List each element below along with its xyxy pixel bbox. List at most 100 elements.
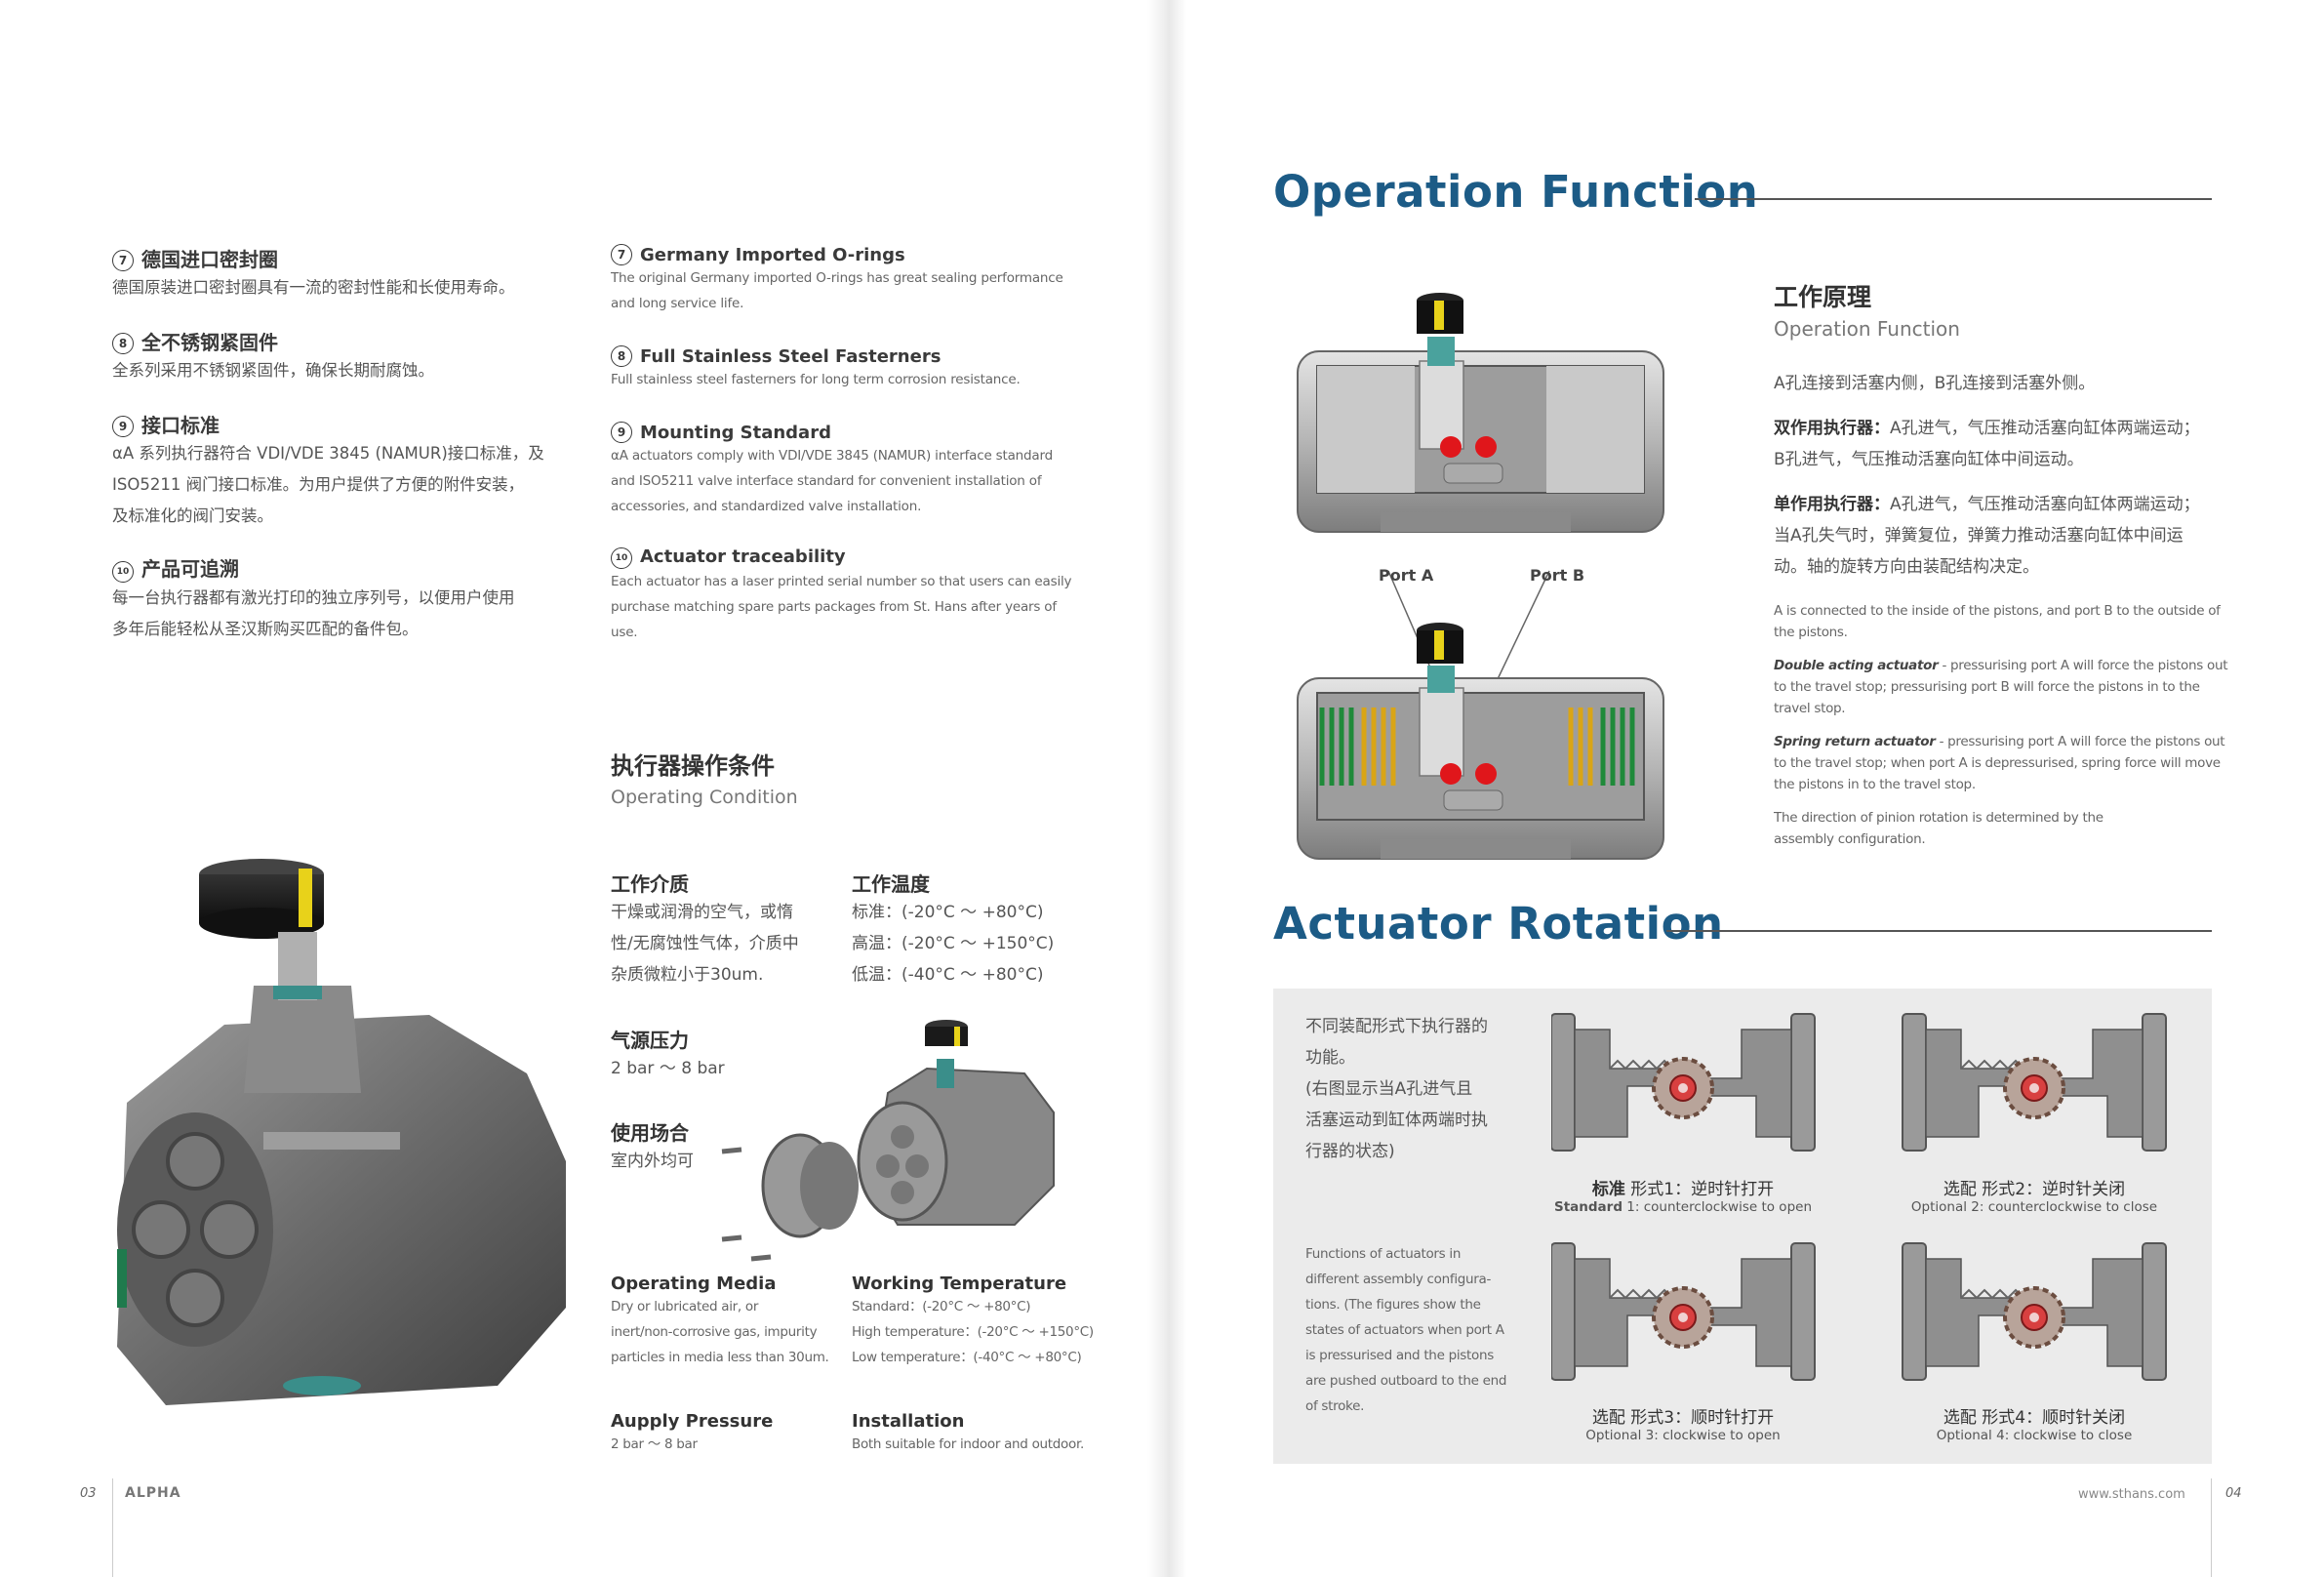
condition-title: Working Temperature xyxy=(852,1274,1067,1294)
rotation-note-line: is pressurised and the pistons xyxy=(1305,1348,1494,1363)
condition-line: 高温：(-20°C ～ +150°C) xyxy=(852,934,1055,953)
number-badge: 9 xyxy=(112,416,134,437)
operation-en-line: The direction of pinion rotation is dete… xyxy=(1774,810,2104,826)
double-acting-text: B孔进气，气压推动活塞向缸体中间运动。 xyxy=(1774,450,2084,469)
condition-place-cn: 使用场合 室内外均可 xyxy=(611,1117,806,1177)
rotation-heading: Actuator Rotation xyxy=(1273,898,1724,950)
operation-single-acting: 单作用执行器：A孔进气，气压推动活塞向缸体两端运动； xyxy=(1774,489,2232,520)
footer-divider-right xyxy=(2211,1478,2212,1577)
caption-en: Optional 4: clockwise to close xyxy=(1936,1428,2133,1443)
operation-title-cn: 工作原理 xyxy=(1774,283,1872,311)
operation-text: 工作原理 Operation Function A孔连接到活塞内侧，B孔连接到活… xyxy=(1774,278,2232,850)
condition-install-en: Installation Both suitable for indoor an… xyxy=(852,1411,1105,1457)
footer-divider-left xyxy=(112,1478,113,1577)
condition-line: 2 bar ～ 8 bar xyxy=(611,1059,725,1078)
features-en: 7 Germany Imported O-rings The original G… xyxy=(611,244,1079,645)
condition-line: Low temperature：(-40°C ～ +80°C) xyxy=(852,1350,1082,1365)
operation-en-line: - pressurising port A will force the pis… xyxy=(1935,734,2225,749)
rotation-diagrams xyxy=(1551,1012,2168,1382)
operation-en-p4: The direction of pinion rotation is dete… xyxy=(1774,807,2232,850)
operation-double-acting: 双作用执行器：A孔进气，气压推动活塞向缸体两端运动； xyxy=(1774,413,2232,444)
number-badge: 7 xyxy=(112,250,134,271)
operation-en-line: assembly configuration. xyxy=(1774,831,1926,847)
rotation-heading-rule xyxy=(1666,930,2212,932)
number-badge: 9 xyxy=(611,422,632,443)
single-acting-label: 单作用执行器： xyxy=(1774,495,1890,514)
caption-en: Optional 2: counterclockwise to close xyxy=(1910,1199,2158,1215)
condition-title: 工作介质 xyxy=(611,872,689,896)
feature-body-line: and ISO5211 valve interface standard for… xyxy=(611,473,1042,489)
single-acting-text: 当A孔失气时，弹簧复位，弹簧力推动活塞向缸体中间运 xyxy=(1774,526,2184,546)
condition-line: 2 bar ～ 8 bar xyxy=(611,1436,698,1452)
condition-line: 低温：(-40°C ～ +80°C) xyxy=(852,965,1044,985)
actuator-cutaway-illustration xyxy=(117,859,566,1405)
operation-en-line: the pistons. xyxy=(1774,625,1848,640)
feature-title: Germany Imported O-rings xyxy=(640,245,905,265)
operation-en-line: - pressurising port A will force the pis… xyxy=(1938,658,2228,673)
rotation-caption-1: 标准 形式1：逆时针打开 Standard 1: counterclockwis… xyxy=(1546,1175,1820,1215)
feature-title: Mounting Standard xyxy=(640,423,831,443)
port-b-label: Port B xyxy=(1530,566,1585,585)
rotation-note-line: states of actuators when port A xyxy=(1305,1322,1504,1338)
feature-body-line: The original Germany imported O-rings ha… xyxy=(611,270,1063,286)
rotation-caption-4: 选配 形式4：顺时针关闭 Optional 4: clockwise to cl… xyxy=(1898,1403,2171,1443)
feature-title: 德国进口密封圈 xyxy=(141,248,278,271)
operation-en-line: travel stop. xyxy=(1774,701,1846,716)
feature-body-line: accessories, and standardized valve inst… xyxy=(611,499,922,514)
en-spring-label: Spring return actuator xyxy=(1774,734,1936,749)
rotation-note-line: of stroke. xyxy=(1305,1398,1365,1414)
condition-title: 使用场合 xyxy=(611,1121,689,1145)
rotation-note-line: 行器的状态) xyxy=(1305,1142,1395,1161)
en-double-label: Double acting actuator xyxy=(1774,658,1939,673)
caption-bold: Standard xyxy=(1554,1199,1623,1215)
feature-body-line: 及标准化的阀门安装。 xyxy=(112,506,273,525)
number-badge: 10 xyxy=(611,547,632,569)
rotation-caption-2: 选配 形式2：逆时针关闭 Optional 2: counterclockwis… xyxy=(1898,1175,2171,1215)
page-number-right: 04 xyxy=(2225,1486,2242,1501)
condition-line: inert/non-corrosive gas, impurity xyxy=(611,1324,818,1340)
rotation-note-line: different assembly configura- xyxy=(1305,1272,1492,1287)
feature-title: Actuator traceability xyxy=(640,546,846,567)
number-badge: 7 xyxy=(611,244,632,265)
operation-en-line: the pistons in to the travel stop. xyxy=(1774,777,1976,792)
rotation-note-en: Functions of actuators in different asse… xyxy=(1305,1241,1520,1419)
operation-en-line: to the travel stop; when port A is depre… xyxy=(1774,755,2221,771)
operation-diagram xyxy=(1297,293,1664,860)
caption-cn: 选配 形式3：顺时针打开 xyxy=(1591,1408,1775,1428)
condition-title: Aupply Pressure xyxy=(611,1411,774,1432)
feature-cn-7: 7 德国进口密封圈 德国原装进口密封圈具有一流的密封性能和长使用寿命。 xyxy=(112,244,571,303)
number-badge: 10 xyxy=(112,561,134,583)
website-url: www.sthans.com xyxy=(2078,1487,2185,1502)
feature-body: 德国原装进口密封圈具有一流的密封性能和长使用寿命。 xyxy=(112,278,515,297)
feature-body-line: Full stainless steel fasterners for long… xyxy=(611,372,1021,387)
rotation-note-line: Functions of actuators in xyxy=(1305,1246,1462,1262)
condition-temp-cn: 工作温度 标准：(-20°C ～ +80°C) 高温：(-20°C ～ +150… xyxy=(852,869,1105,991)
operation-en-line: A is connected to the inside of the pist… xyxy=(1774,603,2221,619)
caption-cn: 形式1：逆时针打开 xyxy=(1624,1180,1775,1199)
feature-title: 全不锈钢紧固件 xyxy=(141,331,278,354)
conditions-title-cn: 执行器操作条件 xyxy=(611,752,775,780)
feature-body-line: and long service life. xyxy=(611,296,744,311)
rotation-note-cn: 不同装配形式下执行器的 功能。 (右图显示当A孔进气且 活塞运动到缸体两端时执 … xyxy=(1305,1011,1520,1167)
port-a-label: Port A xyxy=(1379,566,1434,585)
conditions-title-en: Operating Condition xyxy=(611,787,798,808)
operation-en-p1: A is connected to the inside of the pist… xyxy=(1774,600,2232,643)
condition-title: Installation xyxy=(852,1411,965,1432)
page-spine xyxy=(1147,0,1186,1577)
feature-title: Full Stainless Steel Fasterners xyxy=(640,346,942,367)
operation-en-double: Double acting actuator - pressurising po… xyxy=(1774,655,2232,719)
brand-logo: ALPHA xyxy=(125,1485,181,1501)
operation-en-spring: Spring return actuator - pressurising po… xyxy=(1774,731,2232,795)
rotation-diagram-2 xyxy=(1901,1012,2168,1152)
feature-title: 接口标准 xyxy=(141,414,220,437)
single-acting-text: 动。轴的旋转方向由装配结构决定。 xyxy=(1774,557,2039,577)
conditions-header: 执行器操作条件 Operating Condition xyxy=(611,747,798,808)
condition-pressure-en: Aupply Pressure 2 bar ～ 8 bar xyxy=(611,1411,825,1457)
condition-pressure-cn: 气源压力 2 bar ～ 8 bar xyxy=(611,1025,806,1084)
double-acting-text: A孔进气，气压推动活塞向缸体两端运动； xyxy=(1890,419,2200,438)
